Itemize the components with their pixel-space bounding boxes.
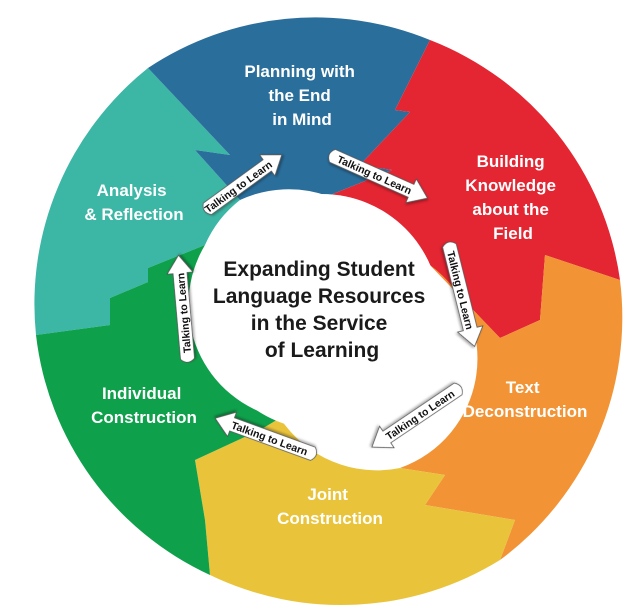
segment-label-joint: Joint Construction: [277, 485, 383, 528]
building-line-4: Field: [493, 224, 533, 243]
segment-label-planning: Planning with the End in Mind: [244, 62, 359, 129]
segment-joint: [195, 418, 515, 606]
analysis-line-1: Analysis: [97, 181, 167, 200]
deconstruction-line-2: Deconstruction: [463, 402, 588, 421]
segment-building: [328, 40, 620, 338]
individual-line-1: Individual: [102, 384, 181, 403]
center-title-line-2: Language Resources: [213, 285, 425, 308]
segment-label-analysis: Analysis & Reflection: [84, 181, 183, 224]
connector-arrows: Talking to Learn Talking to Learn Talkin…: [166, 149, 484, 461]
segment-label-individual: Individual Construction: [91, 384, 197, 427]
planning-line-3: in Mind: [272, 110, 331, 129]
segment-analysis: [34, 68, 241, 335]
arrow-shape: [328, 149, 429, 204]
center-title-line-1: Expanding Student: [223, 258, 414, 281]
joint-line-1: Joint: [307, 485, 348, 504]
arrow-shape: [442, 241, 484, 348]
deconstruction-line-1: Text: [506, 378, 540, 397]
planning-line-2: the End: [268, 86, 330, 105]
arrow-shape: [214, 411, 317, 461]
arrow-shape: [166, 254, 195, 363]
arrow-shape: [371, 382, 463, 449]
building-line-1: Building: [477, 152, 545, 171]
arrow-shape: [202, 154, 283, 215]
individual-line-2: Construction: [91, 408, 197, 427]
segment-label-building: Building Knowledge about the Field: [465, 152, 560, 243]
segment-label-deconstruction: Text Deconstruction: [463, 378, 588, 421]
building-line-2: Knowledge: [465, 176, 556, 195]
center-title-line-4: of Learning: [265, 339, 379, 362]
planning-line-1: Planning with: [244, 62, 355, 81]
analysis-line-2: & Reflection: [84, 205, 183, 224]
segment-planning: [148, 17, 430, 200]
center-circle: [204, 194, 440, 430]
segment-individual: [36, 245, 280, 575]
building-line-3: about the: [472, 200, 549, 219]
cycle-segments: [34, 17, 623, 606]
joint-line-2: Construction: [277, 509, 383, 528]
center-title: Expanding Student Language Resources in …: [213, 258, 431, 362]
segment-deconstruction: [400, 255, 623, 560]
center-title-line-3: in the Service: [251, 312, 388, 335]
